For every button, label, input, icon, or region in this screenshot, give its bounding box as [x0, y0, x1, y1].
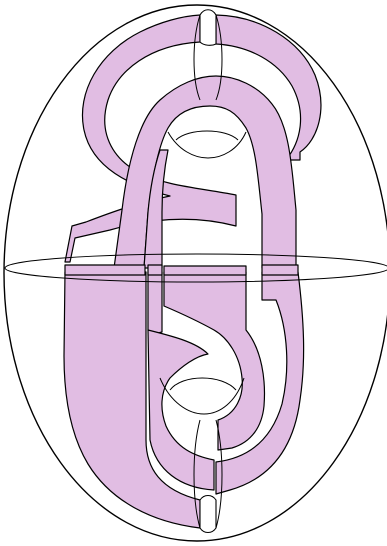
- equator-strip-center-b: [164, 266, 246, 275]
- lower-handle-cup: [160, 378, 244, 414]
- equator-strip-right: [262, 265, 298, 275]
- upper-arch-ribbon: [114, 76, 296, 268]
- equator-strip-left: [65, 265, 145, 275]
- equator-strip-center-a: [148, 265, 162, 275]
- lower-inner-ribbon: [148, 330, 214, 490]
- bottom-notch: [200, 496, 216, 533]
- lower-handle-rim: [170, 378, 236, 390]
- top-notch: [200, 10, 216, 46]
- upper-handle-cup: [168, 132, 246, 158]
- upper-handle-rim: [176, 131, 238, 140]
